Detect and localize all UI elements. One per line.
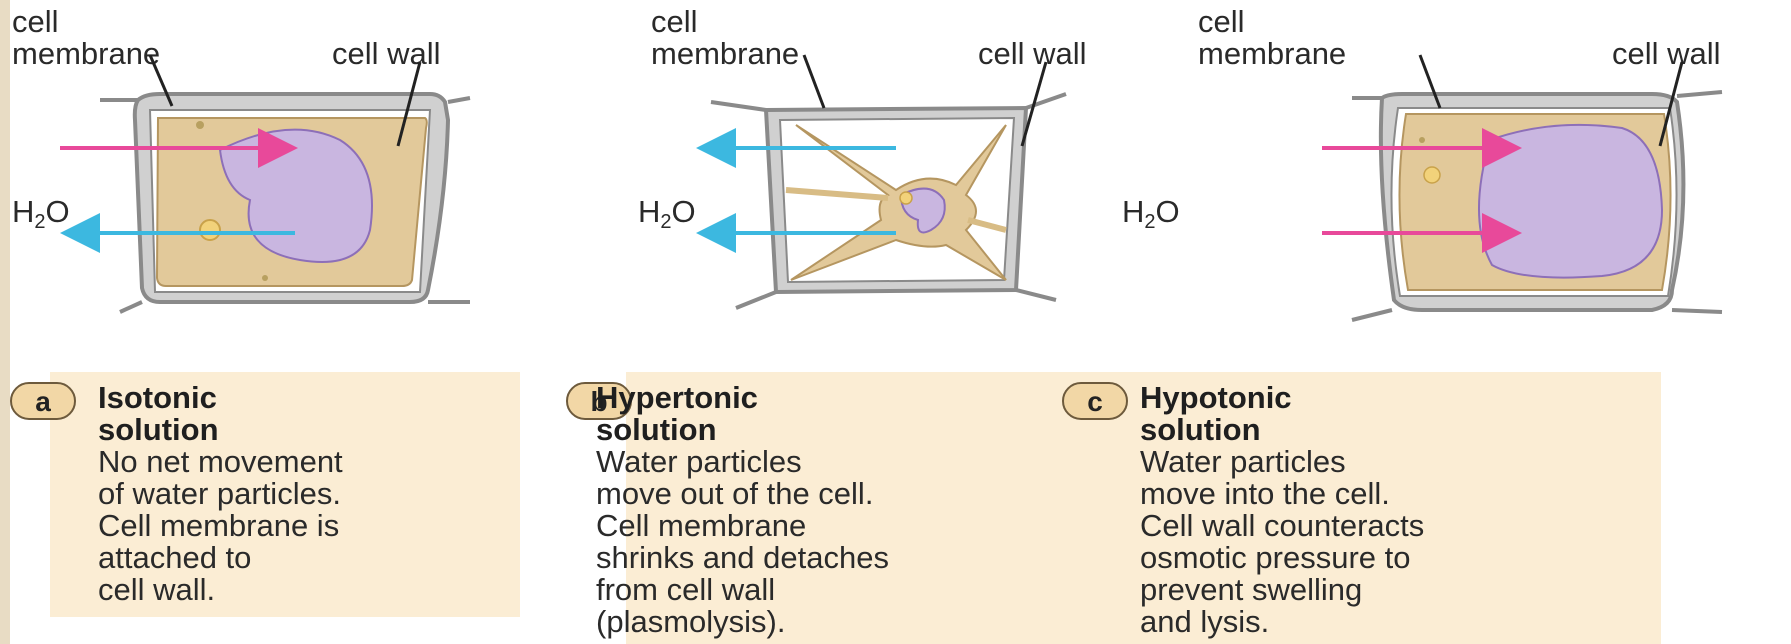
cell-membrane-label: cell membrane (651, 6, 799, 70)
panel-badge: a (10, 382, 76, 420)
cell-membrane-label: cell membrane (1198, 6, 1346, 70)
caption-body: No net movement of water particles. Cell… (98, 446, 578, 606)
caption-title: Hypertonic solution (596, 382, 896, 446)
h2o-label: H2O (1122, 196, 1180, 238)
isotonic-cell-illustration (0, 80, 600, 360)
panel-hypotonic: cell membrane cell wall H2O c Hypotonic … (1222, 0, 1791, 644)
hypotonic-cell-illustration (1222, 80, 1791, 360)
caption-title: Hypotonic solution (1140, 382, 1440, 446)
cell-wall-label: cell wall (332, 38, 441, 70)
caption-body: Water particles move into the cell. Cell… (1140, 446, 1620, 638)
panel-badge: c (1062, 382, 1128, 420)
cell-wall-label: cell wall (978, 38, 1087, 70)
cell-membrane-label: cell membrane (12, 6, 160, 70)
panel-isotonic: cell membrane cell wall H2O a Isotonic s… (0, 0, 600, 644)
cell-wall-label: cell wall (1612, 38, 1721, 70)
caption-title: Isotonic solution (98, 382, 398, 446)
caption-body: Water particles move out of the cell. Ce… (596, 446, 1076, 638)
